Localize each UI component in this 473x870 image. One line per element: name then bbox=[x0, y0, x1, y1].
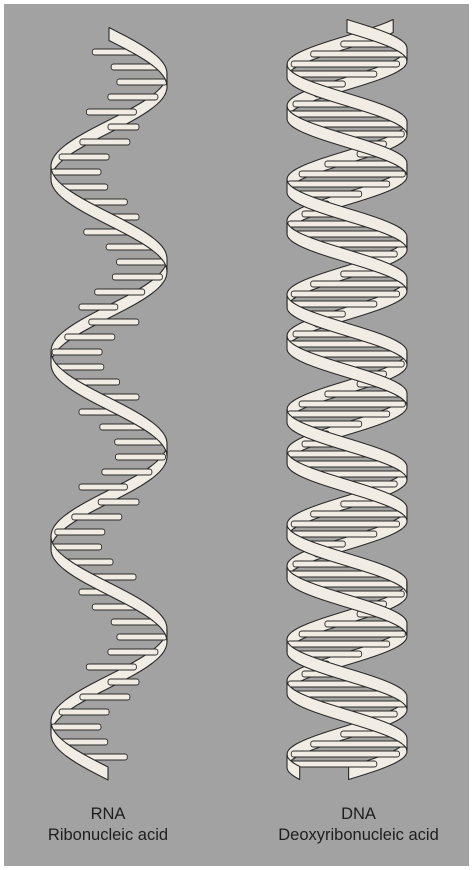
rna-base-pair bbox=[98, 499, 139, 505]
rna-base-pair bbox=[86, 109, 136, 115]
dna-base-pair bbox=[288, 71, 377, 77]
dna-base-pair bbox=[287, 411, 389, 417]
rna-base-pair bbox=[55, 529, 105, 535]
dna-base-pair bbox=[288, 301, 377, 307]
helix-diagram: RNA Ribonucleic acid DNA Deoxyribonuclei… bbox=[4, 4, 469, 866]
rna-strand-1-front-segment bbox=[51, 167, 167, 272]
rna-base-pair bbox=[80, 139, 130, 145]
rna-base-pair bbox=[79, 304, 118, 310]
dna-base-pair bbox=[299, 401, 405, 407]
rna-base-pair bbox=[59, 709, 109, 715]
rna-base-pair bbox=[108, 679, 139, 685]
dna-full-name: Deoxyribonucleic acid bbox=[256, 825, 461, 846]
rna-strand-1-front-segment bbox=[109, 28, 167, 86]
rna-base-pair bbox=[52, 544, 102, 550]
dna-base-pair bbox=[288, 761, 377, 767]
dna-base-pair bbox=[299, 631, 405, 637]
dna-base-pair bbox=[287, 181, 389, 187]
rna-base-pair bbox=[79, 484, 127, 490]
rna-base-pair bbox=[86, 664, 136, 670]
rna-base-pair bbox=[52, 349, 102, 355]
dna-label: DNA bbox=[256, 804, 461, 825]
rna-base-pair bbox=[59, 154, 109, 160]
rna-base-pair bbox=[51, 169, 101, 175]
dna-base-pair bbox=[311, 51, 407, 57]
rna-base-pair bbox=[117, 79, 167, 85]
rna-base-pair bbox=[108, 649, 158, 655]
rna-base-pair bbox=[95, 289, 145, 295]
dna-base-pair bbox=[287, 641, 389, 647]
dna-base-pair bbox=[291, 61, 399, 67]
dna-base-pair bbox=[291, 521, 399, 527]
rna-label: RNA bbox=[18, 804, 198, 825]
rna-base-pair bbox=[51, 724, 101, 730]
rna-base-pair bbox=[112, 274, 162, 280]
rna-base-pair bbox=[108, 124, 139, 130]
rna-base-pair bbox=[117, 634, 167, 640]
rna-base-pair bbox=[108, 94, 158, 100]
dna-caption: DNA Deoxyribonucleic acid bbox=[256, 804, 461, 846]
rna-caption: RNA Ribonucleic acid bbox=[18, 804, 198, 846]
dna-base-pair bbox=[311, 281, 407, 287]
rna-base-pair bbox=[65, 334, 115, 340]
dna-base-pair bbox=[311, 511, 407, 517]
dna-base-pair bbox=[288, 531, 377, 537]
rna-base-pair bbox=[80, 694, 130, 700]
helix-illustration bbox=[4, 4, 469, 866]
rna-base-pair bbox=[117, 259, 167, 265]
dna-base-pair bbox=[299, 171, 405, 177]
rna-base-pair bbox=[102, 469, 152, 475]
dna-base-pair bbox=[291, 291, 399, 297]
rna-base-pair bbox=[116, 454, 166, 460]
rna-full-name: Ribonucleic acid bbox=[18, 825, 198, 846]
rna-base-pair bbox=[89, 319, 139, 325]
rna-base-pair bbox=[72, 514, 122, 520]
dna-base-pair bbox=[311, 741, 407, 747]
rna-strand-1-front-segment bbox=[51, 722, 108, 780]
dna-base-pair bbox=[291, 751, 399, 757]
